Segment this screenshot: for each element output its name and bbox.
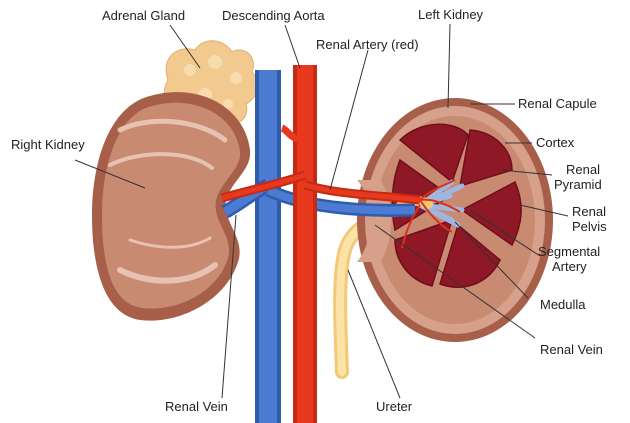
label-cortex: Cortex (536, 136, 574, 151)
label-segmental-artery: Segmental Artery (538, 245, 600, 275)
label-left-kidney: Left Kidney (418, 8, 483, 23)
label-renal-pelvis: Renal Pelvis (572, 205, 607, 235)
label-renal-pelvis-line1: Renal (572, 205, 607, 220)
label-renal-capsule: Renal Capule (518, 97, 597, 112)
label-descending-aorta: Descending Aorta (222, 9, 325, 24)
label-renal-vein-left: Renal Vein (165, 400, 228, 415)
label-medulla: Medulla (540, 298, 586, 313)
label-segmental-artery-line2: Artery (538, 260, 600, 275)
label-renal-pyramid-line1: Renal (554, 163, 602, 178)
label-ureter: Ureter (376, 400, 412, 415)
label-right-kidney: Right Kidney (11, 138, 85, 153)
label-renal-vein-right: Renal Vein (540, 343, 603, 358)
label-renal-pelvis-line2: Pelvis (572, 220, 607, 235)
label-renal-pyramid-line2: Pyramid (554, 178, 602, 193)
label-adrenal-gland: Adrenal Gland (102, 9, 185, 24)
label-renal-pyramid: Renal Pyramid (554, 163, 602, 193)
label-segmental-artery-line1: Segmental (538, 245, 600, 260)
label-renal-artery: Renal Artery (red) (316, 38, 419, 53)
